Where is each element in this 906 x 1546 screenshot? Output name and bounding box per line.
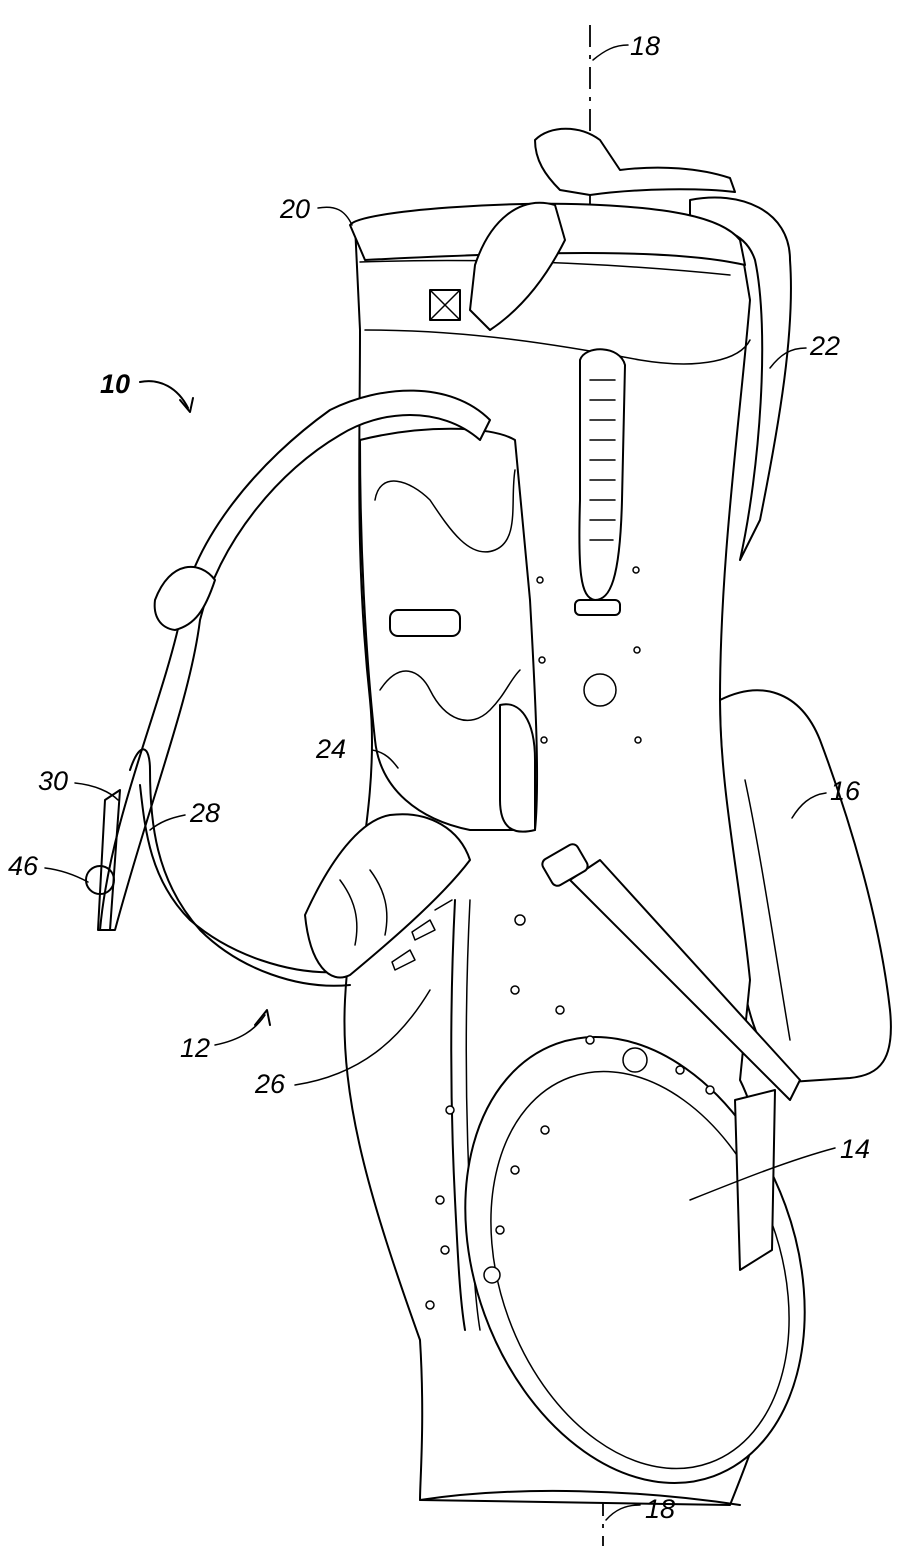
label-axis-top: 18 [630, 31, 660, 61]
label-side-pocket: 24 [315, 734, 346, 764]
label-rear-strap: 22 [809, 331, 840, 361]
pocket-slot [390, 610, 460, 636]
label-strap-loop: 28 [189, 798, 220, 828]
grip-base [575, 600, 620, 615]
label-axis-bottom: 18 [645, 1494, 675, 1524]
strap-pad [155, 567, 215, 630]
label-shoulder-strap: 30 [38, 766, 68, 796]
label-ring: 46 [8, 851, 39, 881]
label-stand: 12 [180, 1033, 210, 1063]
top-handle [535, 129, 735, 195]
label-top-rim: 20 [279, 194, 310, 224]
carry-grip [579, 349, 625, 600]
label-ball-pocket: 14 [840, 1134, 870, 1164]
pocket-flap [500, 704, 535, 831]
label-stand-leg: 16 [830, 776, 861, 806]
label-bag: 10 [100, 369, 130, 399]
label-zipper: 26 [254, 1069, 286, 1099]
